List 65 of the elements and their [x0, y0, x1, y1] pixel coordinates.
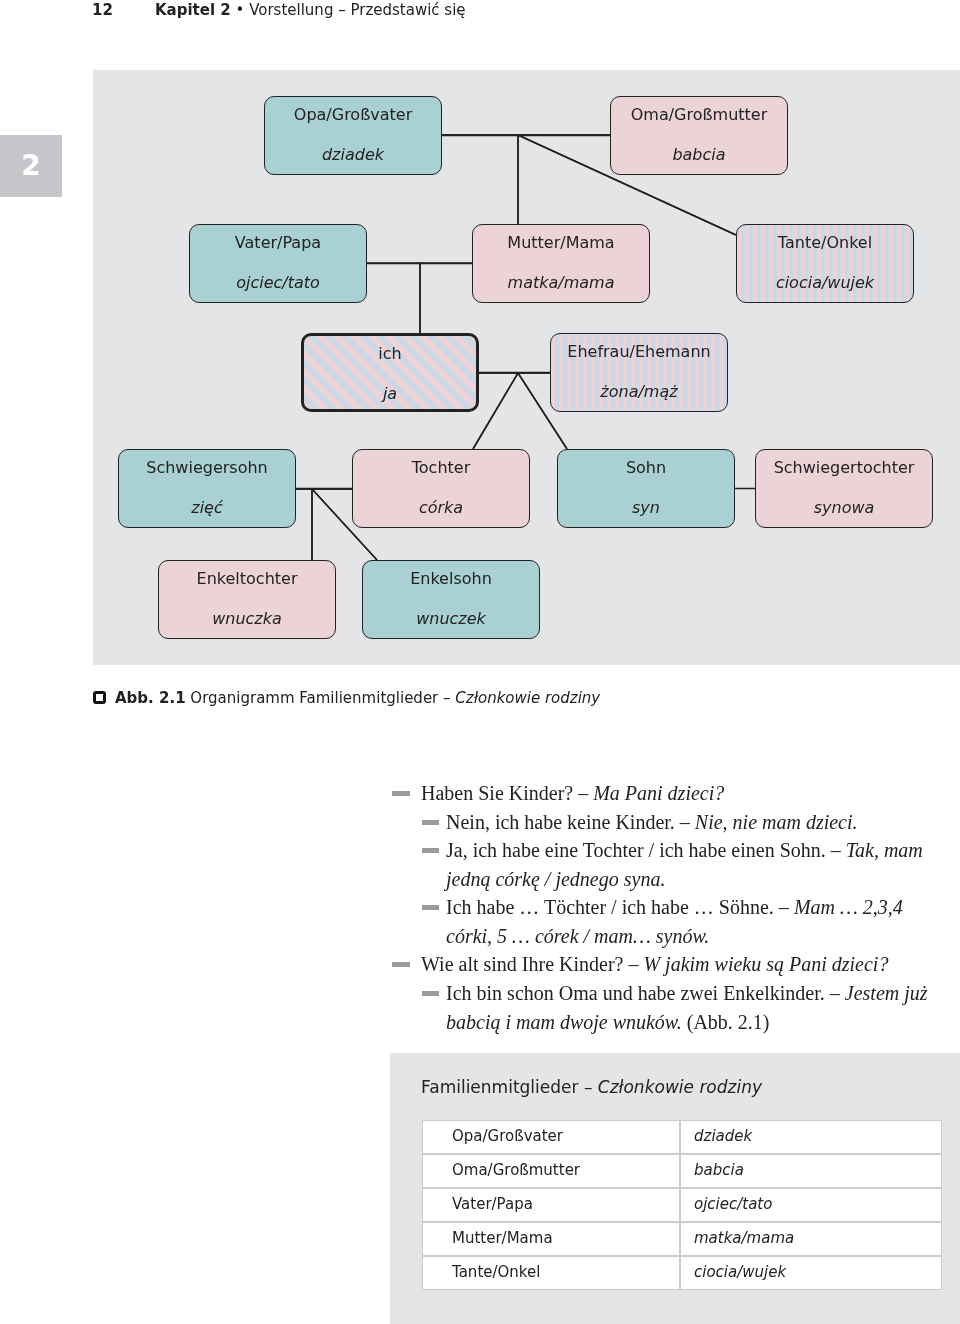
connector-line — [734, 487, 756, 490]
term-text: Vater/Papa — [233, 233, 323, 253]
person-box — [610, 96, 788, 175]
term-text: Ehefrau/Ehemann — [566, 342, 712, 362]
table-cell: dziadek — [680, 1120, 942, 1154]
table-cell: Opa/Großvater — [422, 1120, 680, 1154]
translation-text: ja — [380, 384, 399, 404]
table-cell: babcia — [680, 1154, 942, 1188]
term-text: Mutter/Mama — [506, 233, 616, 253]
person-box — [550, 333, 728, 412]
translation-text: wnuczka — [211, 609, 283, 629]
translation-text: córka — [417, 498, 465, 518]
translation-text: wnuczek — [415, 609, 487, 629]
translation-text: zięć — [190, 498, 224, 518]
table-cell: ojciec/tato — [680, 1188, 942, 1222]
person-box — [264, 96, 442, 175]
connector-line — [419, 262, 473, 334]
table-cell: matka/mama — [680, 1222, 942, 1256]
connector-line — [517, 134, 737, 236]
dialogue-line: Haben Sie Kinder? – Ma Pani dzieci? — [421, 781, 726, 806]
term-text: Enkelsohn — [409, 569, 493, 589]
person-box — [352, 449, 530, 528]
table-cell: Vater/Papa — [422, 1188, 680, 1222]
table-cell: Tante/Onkel — [422, 1256, 680, 1290]
table-cell: ciocia/wujek — [680, 1256, 942, 1290]
term-text: Enkeltochter — [195, 569, 299, 589]
person-box — [189, 224, 367, 303]
connector-line — [310, 488, 378, 561]
term-text: Schwiegersohn — [145, 458, 269, 478]
dialogue-line: Ja, ich habe eine Tochter / ich habe einen Sohn. – Tak, mam jedną córkę / jednego syna. — [446, 838, 924, 893]
table-cell: Oma/Großmutter — [422, 1154, 680, 1188]
person-box — [736, 224, 914, 303]
term-text: Tochter — [410, 458, 472, 478]
dialogue-line: Nein, ich habe keine Kinder. – Nie, nie mam dzieci. — [446, 810, 859, 835]
person-box — [472, 224, 650, 303]
dialogue-line: Ich bin schon Oma und habe zwei Enkelkinder. – Jestem już babcią i mam dwoje wnuków. (Abb. 2.1) — [446, 981, 929, 1036]
translation-text: babcia — [671, 145, 727, 165]
person-box — [755, 449, 933, 528]
figure-caption: Abb. 2.1 Organigramm Familienmitglieder – Członkowie rodziny — [115, 688, 601, 708]
person-box — [301, 333, 479, 412]
page-number: 12 — [92, 0, 113, 20]
translation-text: synowa — [812, 498, 876, 518]
translation-text: dziadek — [320, 145, 386, 165]
term-text: Sohn — [624, 458, 668, 478]
running-header: Kapitel 2 • Vorstellung – Przedstawić się — [155, 0, 466, 20]
translation-text: ojciec/tato — [235, 273, 321, 293]
table-cell: Mutter/Mama — [422, 1222, 680, 1256]
person-box — [362, 560, 540, 639]
translation-text: żona/mąż — [599, 382, 679, 402]
term-text: ich — [377, 344, 403, 364]
person-box — [158, 560, 336, 639]
connector-line — [516, 372, 568, 450]
chapter-tab: 2 — [0, 135, 62, 197]
term-text: Schwiegertochter — [772, 458, 916, 478]
term-text: Oma/Großmutter — [629, 105, 769, 125]
dialogue-line: Wie alt sind Ihre Kinder? – W jakim wieku są Pani dzieci? — [421, 952, 890, 978]
table-heading: Familienmitglieder – Członkowie rodziny — [421, 1076, 763, 1098]
translation-text: ciocia/wujek — [774, 273, 876, 293]
translation-text: matka/mama — [506, 273, 616, 293]
term-text: Tante/Onkel — [776, 233, 874, 253]
person-box — [557, 449, 735, 528]
dialogue-line: Ich habe … Töchter / ich habe … Söhne. – Mam … 2,3,4 córki, 5 … córek / mam… synów. — [446, 895, 904, 950]
term-text: Opa/Großvater — [292, 105, 414, 125]
translation-text: syn — [631, 498, 661, 518]
person-box — [118, 449, 296, 528]
